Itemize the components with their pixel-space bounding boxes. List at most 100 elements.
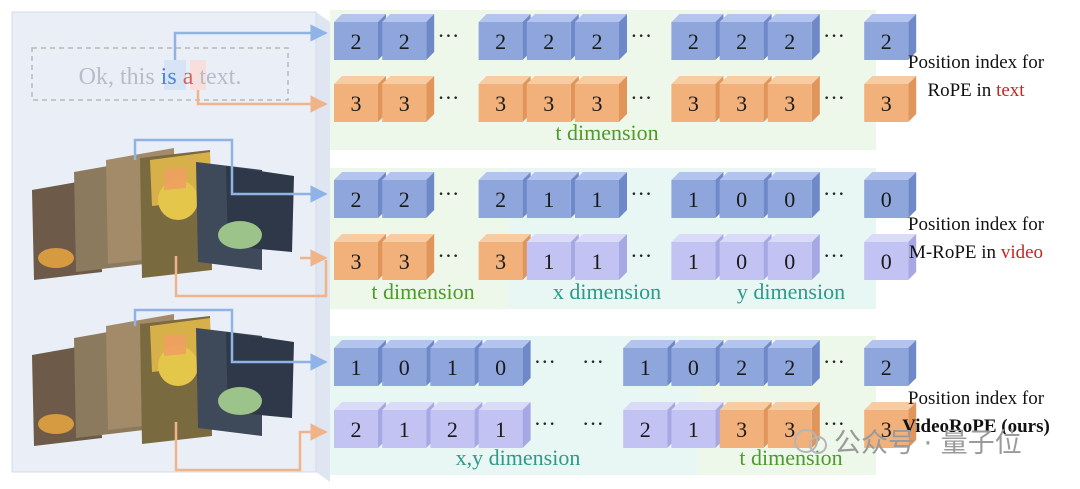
index-value: 1 [688,187,699,212]
section-label-line: Position index for [908,52,1045,73]
index-cube: 3 [382,76,435,122]
section-label-line: RoPE in text [927,80,1025,101]
index-cube: 3 [864,402,917,448]
index-value: 3 [495,249,506,274]
index-cube: 0 [719,172,772,218]
index-cube: 3 [334,234,386,280]
index-cube: 3 [478,76,531,122]
index-value: 2 [495,187,506,212]
index-cube: 2 [575,14,627,60]
index-value: 1 [640,355,651,380]
index-value: 1 [543,187,554,212]
index-value: 2 [881,29,892,54]
index-value: 2 [736,355,747,380]
dimension-label: x,y dimension [456,445,581,470]
index-cube: 1 [334,340,386,386]
index-cube: 1 [671,402,724,448]
index-value: 3 [736,91,747,116]
index-cube: 1 [526,172,579,218]
ellipsis: ··· [823,23,845,48]
index-cube: 0 [767,172,820,218]
index-value: 3 [592,91,603,116]
wechat-icon-bubble [809,436,827,454]
index-value: 2 [784,29,795,54]
index-cube: 0 [864,172,917,218]
index-cube: 3 [575,76,627,122]
index-cube: 0 [864,234,917,280]
index-value: 3 [736,417,747,442]
index-cube: 2 [478,14,531,60]
index-cube: 3 [334,76,386,122]
index-cube: 1 [478,402,531,448]
index-value: 3 [399,91,410,116]
ellipsis: ··· [534,411,556,436]
arrow-token-a [196,90,328,113]
index-value: 3 [351,91,362,116]
index-value: 0 [495,355,506,380]
index-value: 3 [881,417,892,442]
index-value: 0 [784,249,795,274]
index-value: 0 [881,249,892,274]
index-cube: 3 [767,402,820,448]
index-cube: 3 [719,402,772,448]
text-example-box [31,47,289,101]
index-cube: 1 [671,234,724,280]
index-cube: 0 [767,234,820,280]
index-value: 3 [784,417,795,442]
index-value: 3 [495,91,506,116]
index-cube: 1 [382,402,435,448]
index-value: 2 [881,355,892,380]
index-cube: 2 [623,402,676,448]
ellipsis: ··· [630,181,652,206]
wechat-icon [794,429,818,453]
index-value: 1 [688,249,699,274]
index-cube: 2 [334,402,386,448]
index-value: 1 [351,355,362,380]
highlight-is [164,60,186,90]
ellipsis: ··· [630,243,652,268]
index-value: 3 [543,91,554,116]
index-cube: 1 [623,340,676,386]
index-cube: 2 [864,14,917,60]
ellipsis: ··· [437,23,459,48]
arrow-frames-2-orange [174,422,328,472]
index-cube: 1 [575,172,627,218]
index-value: 2 [399,29,410,54]
highlight-a [190,60,206,90]
video-frames-2 [32,308,328,472]
index-cube: 2 [430,402,483,448]
section-label-line: Position index for [908,388,1045,409]
index-cube: 2 [864,340,917,386]
index-cube: 0 [719,234,772,280]
ellipsis: ··· [823,243,845,268]
dimension-label: t dimension [739,445,842,470]
index-cube: 2 [526,14,579,60]
index-value: 0 [881,187,892,212]
ellipsis: ··· [534,349,556,374]
index-value: 3 [784,91,795,116]
index-value: 2 [495,29,506,54]
index-cube: 3 [478,234,531,280]
index-value: 0 [736,187,747,212]
ellipsis: ··· [823,411,845,436]
index-value: 2 [447,417,458,442]
arrow-frames-2-blue [133,308,328,371]
arrow-frames-1-blue [133,138,328,203]
index-cube: 1 [526,234,579,280]
ellipsis: ··· [437,85,459,110]
index-cube: 2 [382,172,435,218]
index-value: 2 [784,355,795,380]
index-cube: 1 [430,340,483,386]
text-example-sentence: Ok, this is a text. [79,64,242,90]
arrow-frames-1-orange [174,256,328,298]
index-value: 2 [351,417,362,442]
ellipsis: ··· [823,181,845,206]
index-value: 2 [351,29,362,54]
index-value: 1 [543,249,554,274]
index-value: 0 [736,249,747,274]
ellipsis: ··· [582,349,604,374]
